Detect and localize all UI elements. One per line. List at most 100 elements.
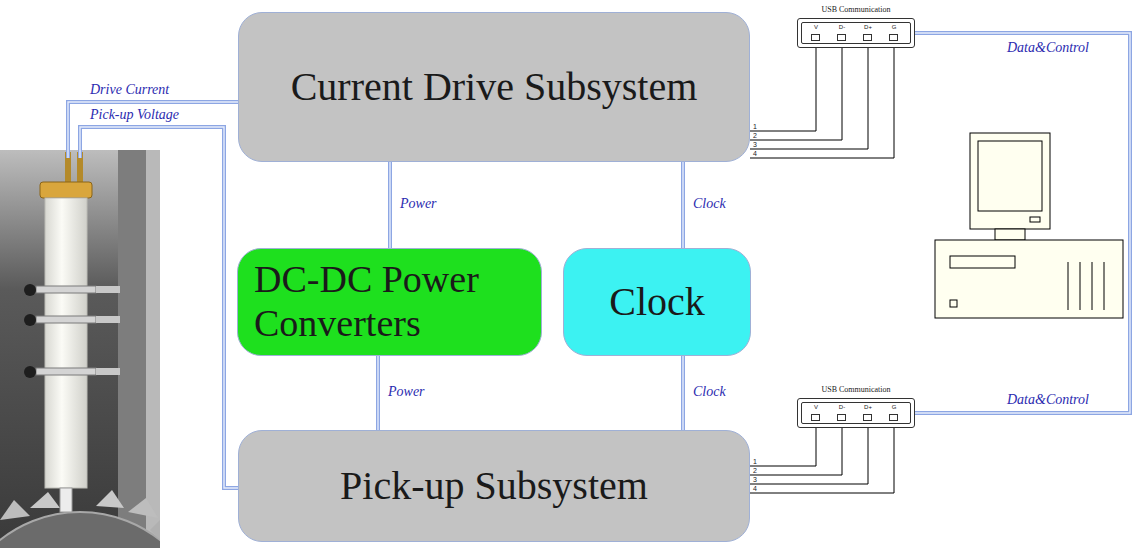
box-title: Clock	[609, 279, 705, 325]
connector-label: Clock	[691, 384, 728, 400]
photo-background	[0, 150, 160, 548]
power-converter-box: DC-DC Power Converters	[237, 248, 542, 356]
pin-pad	[863, 414, 872, 421]
pin-number: 4	[753, 150, 757, 157]
connector-label: Power	[386, 384, 427, 400]
connector-label: Power	[398, 196, 439, 212]
connector-label: Clock	[691, 196, 728, 212]
monitor-button	[1030, 217, 1040, 222]
usb-connector: USB CommunicationVD-D+G	[797, 398, 915, 428]
pin-number: 2	[753, 132, 757, 139]
metal-post-edge	[146, 150, 160, 548]
power-button	[950, 300, 957, 307]
subsystem-box: Pick-up Subsystem	[238, 430, 750, 542]
connector-line	[376, 356, 380, 430]
subsystem-box: Current Drive Subsystem	[238, 12, 750, 162]
box-title: Current Drive Subsystem	[291, 64, 698, 110]
wire-connector	[750, 48, 842, 140]
monitor-stand	[995, 229, 1025, 240]
connector-core	[682, 162, 683, 248]
connector-line	[681, 162, 685, 248]
connector-line	[681, 356, 685, 430]
drive-current-wire	[68, 102, 238, 158]
signal-name: Pick-up Voltage	[88, 107, 181, 123]
pin-name: V	[806, 24, 826, 31]
disc-tooth	[30, 492, 60, 508]
connector-line	[750, 428, 816, 466]
wire-connector	[750, 48, 894, 158]
disc-tooth	[96, 490, 124, 508]
pin-pad	[811, 414, 820, 421]
pin-pad	[837, 34, 846, 41]
clamp-knob	[24, 314, 36, 326]
signal-wires	[68, 102, 238, 488]
clamp-knob	[24, 366, 36, 378]
probe-cap	[40, 182, 92, 198]
disc-tooth	[128, 498, 158, 518]
system-unit	[935, 240, 1123, 318]
signal-connector	[915, 33, 1130, 413]
pin-pad	[811, 34, 820, 41]
computer-icon	[935, 133, 1123, 318]
pin-number: 3	[753, 141, 757, 148]
pin-pad	[889, 414, 898, 421]
signal-name: Data&Control	[1005, 392, 1091, 408]
connector-core	[915, 33, 1130, 413]
wire-connector	[750, 428, 842, 475]
signal-connector	[683, 356, 684, 430]
wire-connector	[750, 48, 816, 131]
connector-line	[750, 428, 842, 475]
signal-connector	[378, 356, 379, 430]
pin-pad	[837, 414, 846, 421]
connector-line	[750, 48, 868, 149]
probe-clamp	[36, 286, 96, 293]
connector-core	[389, 162, 390, 248]
probe-clamp	[36, 368, 96, 375]
drive-slot	[950, 256, 1015, 268]
box-title: DC-DC Power Converters	[254, 258, 525, 345]
vent-lines	[1068, 262, 1104, 310]
pin-number: 2	[753, 467, 757, 474]
pin-pad	[863, 34, 872, 41]
drive-current-wire-core	[68, 102, 238, 158]
pin-number: 1	[753, 123, 757, 130]
probe-tip	[60, 488, 72, 512]
connector-line	[388, 162, 392, 248]
connector-line	[750, 428, 894, 493]
clamp-arm	[96, 316, 120, 323]
pin-number: 4	[753, 485, 757, 492]
connector-line	[915, 33, 1130, 413]
wire-connector	[750, 428, 894, 493]
probe-cylinder	[45, 198, 87, 488]
pin-name: G	[884, 404, 904, 411]
pickup-voltage-wire	[80, 127, 238, 488]
wire-connector	[750, 428, 868, 484]
clamp-arm	[96, 286, 120, 293]
pin-name: D-	[832, 24, 852, 31]
connector-core	[377, 356, 378, 430]
clock-box: Clock	[563, 248, 751, 356]
signal-connector	[390, 162, 391, 248]
disc-tooth	[150, 520, 160, 540]
pin-name: V	[806, 404, 826, 411]
probe-clamp	[36, 316, 96, 323]
pickup-voltage-wire-core	[80, 127, 238, 488]
connector-core	[682, 356, 683, 430]
signal-name: Drive Current	[88, 82, 171, 98]
pin-name: G	[884, 24, 904, 31]
pin-pad	[889, 34, 898, 41]
pin-number: 1	[753, 458, 757, 465]
usb-connector: USB CommunicationVD-D+G	[797, 18, 915, 48]
signal-connector	[683, 162, 684, 248]
connector-label: Data&Control	[1005, 40, 1091, 56]
pin-name: D+	[858, 404, 878, 411]
connector-line	[750, 428, 868, 484]
serrated-disc	[0, 512, 160, 548]
box-title: Pick-up Subsystem	[340, 463, 648, 509]
monitor-frame	[970, 133, 1050, 229]
clamp-knob	[24, 284, 36, 296]
connector-title: USB Communication	[821, 5, 890, 15]
pin-name: D-	[832, 404, 852, 411]
